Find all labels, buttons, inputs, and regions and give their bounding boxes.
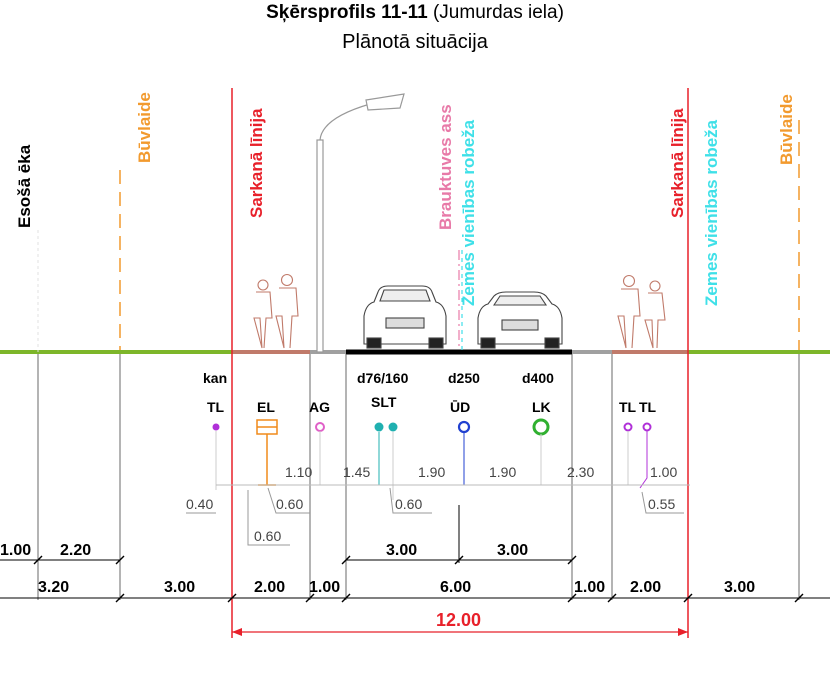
label-building-line-right: Būvlaide xyxy=(777,94,796,165)
label-slt: SLT xyxy=(371,394,397,410)
dim-300a: 3.00 xyxy=(386,542,417,559)
street-lamp-icon xyxy=(316,93,405,353)
label-tl-right-2: TL xyxy=(639,399,657,415)
label-land-boundary-right: Zemes vienības robeža xyxy=(702,119,721,306)
slt-pipe-2-icon xyxy=(388,422,398,432)
label-el: EL xyxy=(257,399,275,415)
label-ag: AG xyxy=(309,399,330,415)
offset-040: 0.40 xyxy=(186,496,213,512)
slt-pipe-1-icon xyxy=(374,422,384,432)
offset-190b: 1.90 xyxy=(489,464,516,480)
dim-100-row1: 1.00 xyxy=(0,542,31,559)
pedestrians-right-icon xyxy=(617,274,666,349)
label-carriageway-axis: Brauktuves ass xyxy=(436,104,455,230)
offset-110: 1.10 xyxy=(285,464,312,480)
offset-060c: 0.60 xyxy=(395,496,422,512)
lk-pipe-icon xyxy=(532,418,550,436)
dim-320: 3.20 xyxy=(38,579,69,596)
offset-055: 0.55 xyxy=(648,496,675,512)
car-left-icon xyxy=(363,285,447,349)
dim-200-left: 2.00 xyxy=(254,579,285,596)
label-kan: kan xyxy=(203,370,227,386)
offset-190a: 1.90 xyxy=(418,464,445,480)
offset-230: 2.30 xyxy=(567,464,594,480)
drawing-title: Sķērsprofils 11-11 (Jumurdas iela) xyxy=(0,2,830,24)
label-building-line-left: Būvlaide xyxy=(135,92,154,163)
label-d400: d400 xyxy=(522,370,554,386)
dim-600: 6.00 xyxy=(440,579,471,596)
tl-left-pipe-icon xyxy=(212,423,220,431)
label-red-line-right: Sarkanā līnija xyxy=(668,108,687,218)
tl-right-1-pipe-icon xyxy=(623,422,633,432)
label-d250: d250 xyxy=(448,370,480,386)
dim-300-left: 3.00 xyxy=(164,579,195,596)
label-existing-building: Esošā ēka xyxy=(15,144,34,228)
title-main: Sķērsprofils 11-11 xyxy=(266,2,428,23)
drawing-subtitle: Plānotā situācija xyxy=(342,31,488,53)
offset-145: 1.45 xyxy=(343,464,370,480)
dim-220: 2.20 xyxy=(60,542,91,559)
label-d76: d76/160 xyxy=(357,370,409,386)
dimension-guides xyxy=(37,354,800,600)
pedestrians-left-icon xyxy=(253,273,299,349)
el-cable-icon xyxy=(256,419,278,486)
dim-100-right: 1.00 xyxy=(574,579,605,596)
car-right-icon xyxy=(477,291,563,349)
label-tl-right-1: TL xyxy=(619,399,637,415)
dim-total: 12.00 xyxy=(436,610,481,630)
ud-pipe-icon xyxy=(457,420,471,434)
label-tl-left: TL xyxy=(207,399,225,415)
ag-pipe-icon xyxy=(315,422,325,432)
dim-300-right: 3.00 xyxy=(724,579,755,596)
offset-060a: 0.60 xyxy=(276,496,303,512)
label-land-boundary-left: Zemes vienības robeža xyxy=(459,119,478,306)
dim-300b: 3.00 xyxy=(497,542,528,559)
label-red-line-left: Sarkanā līnija xyxy=(247,108,266,218)
dim-200-right: 2.00 xyxy=(630,579,661,596)
dim-100-left: 1.00 xyxy=(309,579,340,596)
label-ud: ŪD xyxy=(450,399,470,415)
label-lk: LK xyxy=(532,399,551,415)
offset-100: 1.00 xyxy=(650,464,677,480)
title-street: (Jumurdas iela) xyxy=(432,2,564,23)
tl-right-2-pipe-icon xyxy=(642,422,652,432)
offset-060b: 0.60 xyxy=(254,528,281,544)
